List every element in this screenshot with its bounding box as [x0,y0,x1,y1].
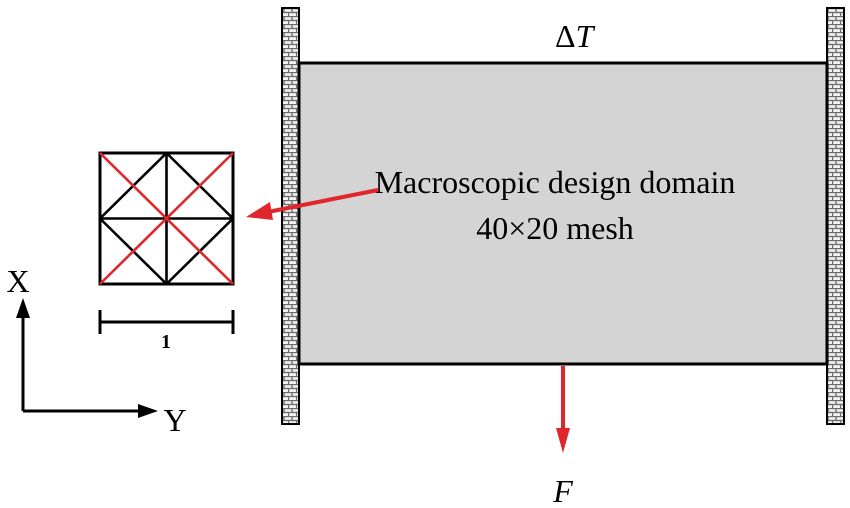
scale-bar-label: 1 [161,331,171,353]
down-arrow-icon [556,366,570,453]
axis-x-label: X [6,263,29,299]
force-label: F [552,473,573,508]
y-axis-arrowhead [138,404,158,418]
thermal-load-label: ΔT [555,18,596,54]
unit-cell [98,151,235,286]
hatched-wall-icon [281,7,300,425]
left-support-wall [281,7,300,425]
design-domain [297,61,829,366]
mesh-size-label: 40×20 mesh [476,210,634,246]
axis-y-label: Y [163,402,186,438]
x-axis-arrowhead [16,298,30,318]
right-support-wall [826,7,845,425]
unit-cell-red-diagonals [99,152,234,285]
coordinate-axes [21,316,140,413]
hatched-wall-icon [826,7,845,425]
scale-bar [98,310,235,334]
arrow-icon [246,188,379,220]
domain-title: Macroscopic design domain [375,164,736,200]
